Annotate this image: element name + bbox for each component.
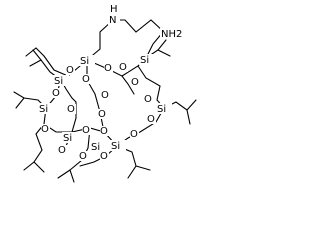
atom-o-10: O	[98, 109, 106, 120]
atom-o-2: O	[119, 62, 127, 73]
atom-o-7: O	[101, 90, 109, 101]
bc-iso-b	[57, 169, 71, 179]
tl-iso	[43, 55, 69, 77]
atom-o-3: O	[66, 65, 74, 76]
ur-iso2	[157, 49, 171, 57]
atom-o-12: O	[41, 124, 49, 135]
atom-o-13: O	[82, 125, 90, 136]
atom-o-5: O	[131, 77, 139, 88]
top-ring-right-bonds	[86, 59, 135, 95]
atom-o-14: O	[100, 126, 108, 137]
atom-n: N	[109, 15, 116, 26]
atom-si-right: Si	[157, 104, 166, 115]
ll-iso2	[33, 161, 45, 173]
tl-iso2	[25, 47, 45, 57]
atom-si-mid-left: Si	[39, 104, 48, 115]
structure-diagram: H N NH2 Si Si Si Si Si Si Si Si O O O O …	[13, 4, 197, 183]
left-upper-iso2	[29, 59, 42, 67]
ll-si-bonds	[23, 107, 47, 171]
atom-o-6: O	[52, 88, 60, 99]
atom-o-15: O	[130, 129, 138, 140]
atom-si-left: Si	[54, 76, 63, 87]
atom-o-16: O	[58, 145, 66, 156]
atom-si-upper-right: Si	[140, 55, 149, 66]
atom-si-top: Si	[80, 56, 89, 67]
atom-o-1: O	[104, 63, 112, 74]
atom-nh2: NH2	[161, 29, 182, 40]
atom-si-bottom-left: Si	[63, 133, 72, 144]
left-mid-iso2	[15, 97, 25, 109]
br-iso2	[135, 165, 151, 171]
atom-si-bottom-right: Si	[111, 141, 120, 152]
atom-o-9: O	[67, 104, 75, 115]
atom-o-17: O	[79, 151, 87, 162]
atom-o-11: O	[147, 114, 155, 125]
ur-o-bonds	[137, 65, 165, 109]
atom-o-4: O	[82, 74, 90, 85]
atom-si-bottom-center: Si	[91, 142, 100, 153]
right-si-iso	[186, 109, 191, 125]
molecule-drawing: H N NH2 Si Si Si Si Si Si Si Si O O O O …	[13, 4, 197, 183]
atom-o-18: O	[100, 151, 108, 162]
atom-h: H	[110, 4, 118, 15]
atom-labels: H N NH2 Si Si Si Si Si Si Si Si O O O O …	[38, 4, 188, 162]
atom-o-8: O	[144, 94, 152, 105]
